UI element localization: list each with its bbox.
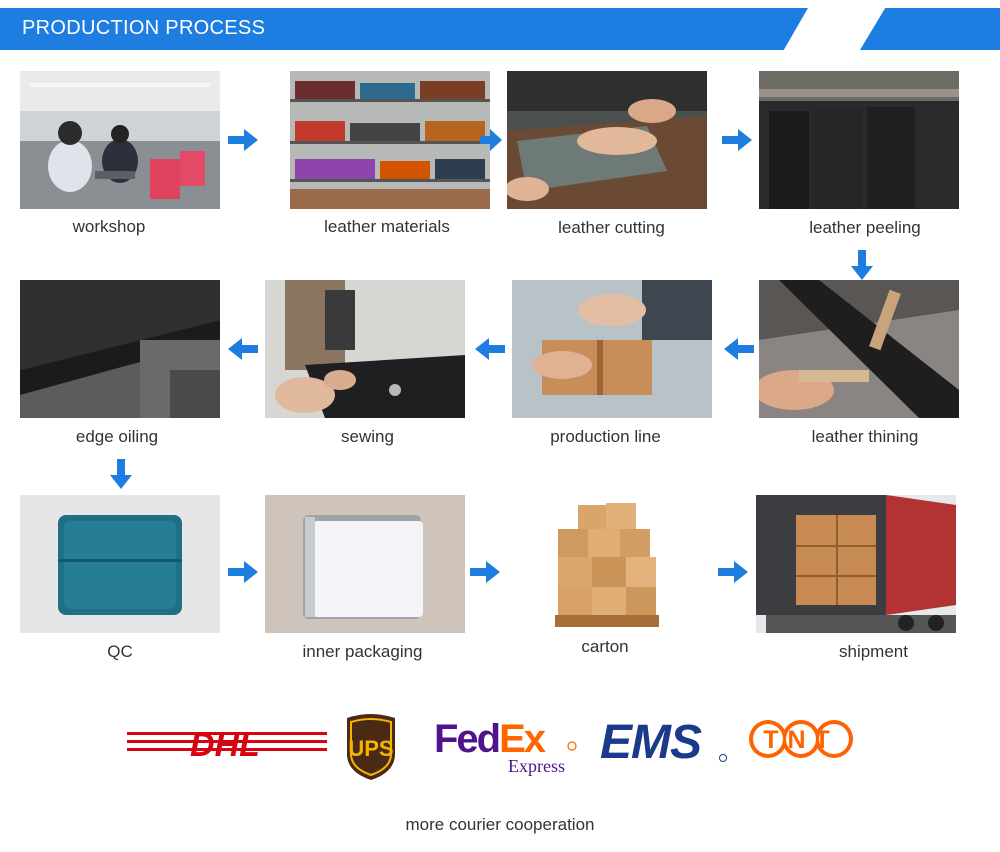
arrow-right-icon [718, 561, 748, 583]
header-banner [0, 8, 808, 50]
caption-carton: carton [581, 637, 629, 656]
photo-leather-cutting [507, 71, 707, 209]
fedex-logo: FedEx Express [432, 714, 580, 776]
svg-text:FedEx: FedEx [434, 717, 546, 761]
dhl-logo-text: DHL [190, 726, 260, 764]
photo-carton [553, 495, 663, 633]
arrow-left-icon [228, 338, 258, 360]
photo-shipment [756, 495, 956, 633]
caption-edge-oiling: edge oiling [75, 427, 159, 446]
caption-sewing: sewing [341, 427, 394, 446]
ups-logo-text: UPS [348, 736, 393, 761]
caption-workshop: workshop [72, 217, 146, 236]
arrow-right-icon [228, 129, 258, 151]
ems-logo-text: EMS [600, 716, 702, 768]
photo-sewing [265, 280, 465, 418]
caption-inner-packaging: inner packaging [302, 642, 423, 661]
tnt-logo-text: TNT [763, 726, 839, 754]
caption-leather-materials: leather materials [324, 217, 450, 236]
arrow-down-icon [110, 459, 132, 489]
arrow-left-icon [475, 338, 505, 360]
arrow-right-icon [480, 129, 502, 151]
arrow-left-icon [724, 338, 754, 360]
caption-shipment: shipment [839, 642, 908, 661]
photo-workshop [20, 71, 220, 209]
footer-text: more courier cooperation [405, 815, 595, 834]
tnt-logo: TNT [745, 716, 857, 762]
photo-leather-thining [759, 280, 959, 418]
caption-leather-peeling: leather peeling [809, 218, 921, 237]
photo-edge-oiling [20, 280, 220, 418]
header-stripe [860, 8, 1000, 50]
arrow-right-icon [470, 561, 500, 583]
arrow-down-icon [851, 250, 873, 280]
dhl-logo: DHL [125, 718, 329, 768]
caption-leather-thining: leather thining [811, 427, 919, 446]
caption-production-line: production line [550, 427, 661, 446]
fedex-logo-fed: Fed [434, 717, 499, 761]
ups-logo: UPS [343, 712, 399, 782]
page-title: PRODUCTION PROCESS [22, 17, 266, 39]
photo-leather-materials [290, 71, 490, 209]
photo-qc [20, 495, 220, 633]
fedex-logo-ex: Ex [499, 717, 546, 761]
arrow-right-icon [722, 129, 752, 151]
photo-inner-packaging [265, 495, 465, 633]
arrow-right-icon [228, 561, 258, 583]
caption-qc: QC [107, 642, 133, 661]
fedex-logo-express: Express [508, 756, 565, 776]
ems-logo: EMS [596, 714, 730, 769]
photo-leather-peeling [759, 71, 959, 209]
photo-production-line [512, 280, 712, 418]
caption-leather-cutting: leather cutting [558, 218, 665, 237]
